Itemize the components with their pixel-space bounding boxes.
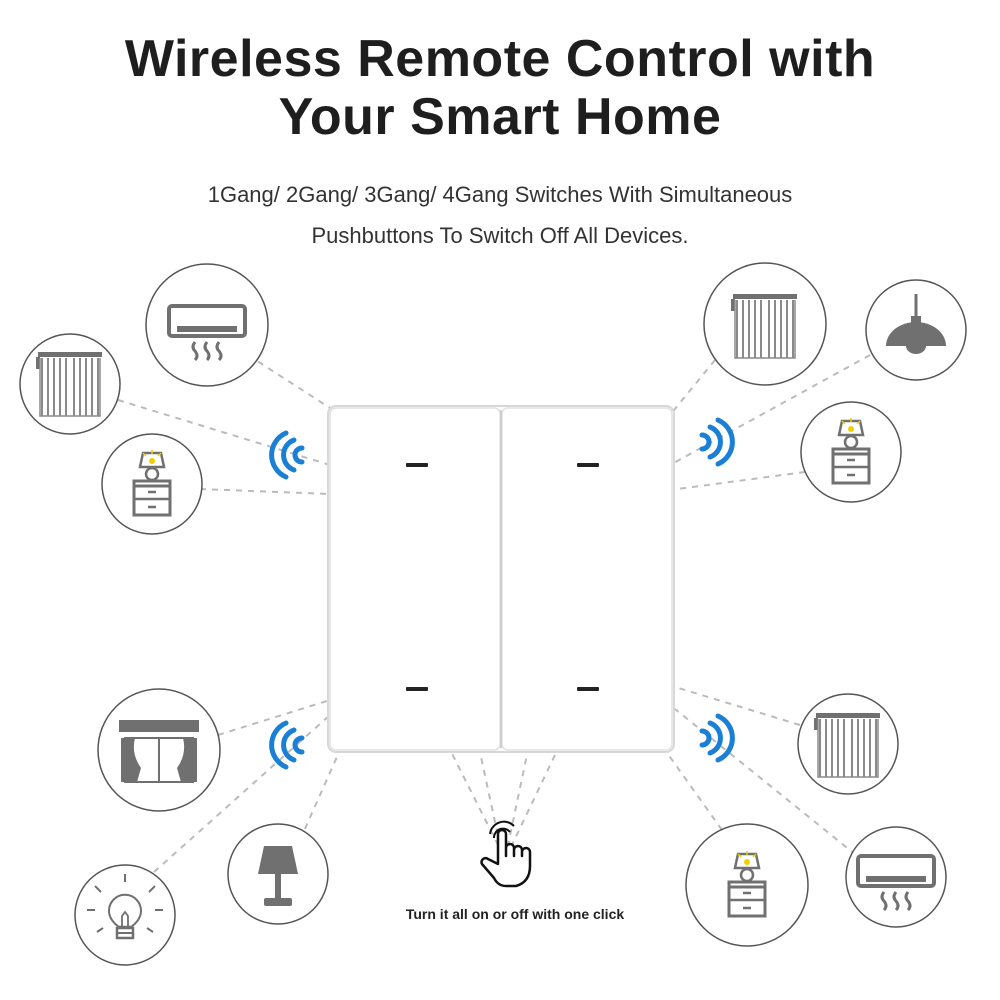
caption: Turn it all on or off with one click xyxy=(405,906,625,922)
switch-left-rocker[interactable] xyxy=(329,407,501,751)
headline: Wireless Remote Control with Your Smart … xyxy=(0,30,1000,146)
signal-waves-icon xyxy=(702,420,732,464)
subheadline-line-2: Pushbuttons To Switch Off All Devices. xyxy=(311,223,689,248)
device-circle-table-lamp[interactable] xyxy=(227,823,329,925)
device-circle-light-bulb[interactable] xyxy=(74,864,176,966)
device-circle-curtain[interactable] xyxy=(19,333,121,435)
device-circle-air-conditioner[interactable] xyxy=(145,263,269,387)
button-indicator xyxy=(577,463,599,467)
signal-waves-icon xyxy=(272,723,302,767)
tap-hand-icon xyxy=(480,820,532,888)
wall-switch xyxy=(327,405,675,753)
device-circle-window-curtain[interactable] xyxy=(97,688,221,812)
signal-waves-icon xyxy=(702,716,732,760)
button-indicator xyxy=(577,687,599,691)
device-circle-curtain[interactable] xyxy=(797,693,899,795)
switch-right-rocker[interactable] xyxy=(501,407,673,751)
subheadline: 1Gang/ 2Gang/ 3Gang/ 4Gang Switches With… xyxy=(0,174,1000,256)
button-indicator xyxy=(406,687,428,691)
device-circle-bedside-lamp[interactable] xyxy=(685,823,809,947)
headline-line-1: Wireless Remote Control with xyxy=(124,30,876,88)
device-circle-pendant-lamp[interactable] xyxy=(865,279,967,381)
device-circle-bedside-lamp[interactable] xyxy=(800,401,902,503)
headline-line-2: Your Smart Home xyxy=(278,88,722,146)
device-circle-curtain[interactable] xyxy=(703,262,827,386)
device-circle-air-conditioner[interactable] xyxy=(845,826,947,928)
signal-waves-icon xyxy=(272,433,302,477)
device-circle-bedside-lamp[interactable] xyxy=(101,433,203,535)
subheadline-line-1: 1Gang/ 2Gang/ 3Gang/ 4Gang Switches With… xyxy=(207,182,793,207)
button-indicator xyxy=(406,463,428,467)
window-curtain-icon xyxy=(118,719,200,783)
